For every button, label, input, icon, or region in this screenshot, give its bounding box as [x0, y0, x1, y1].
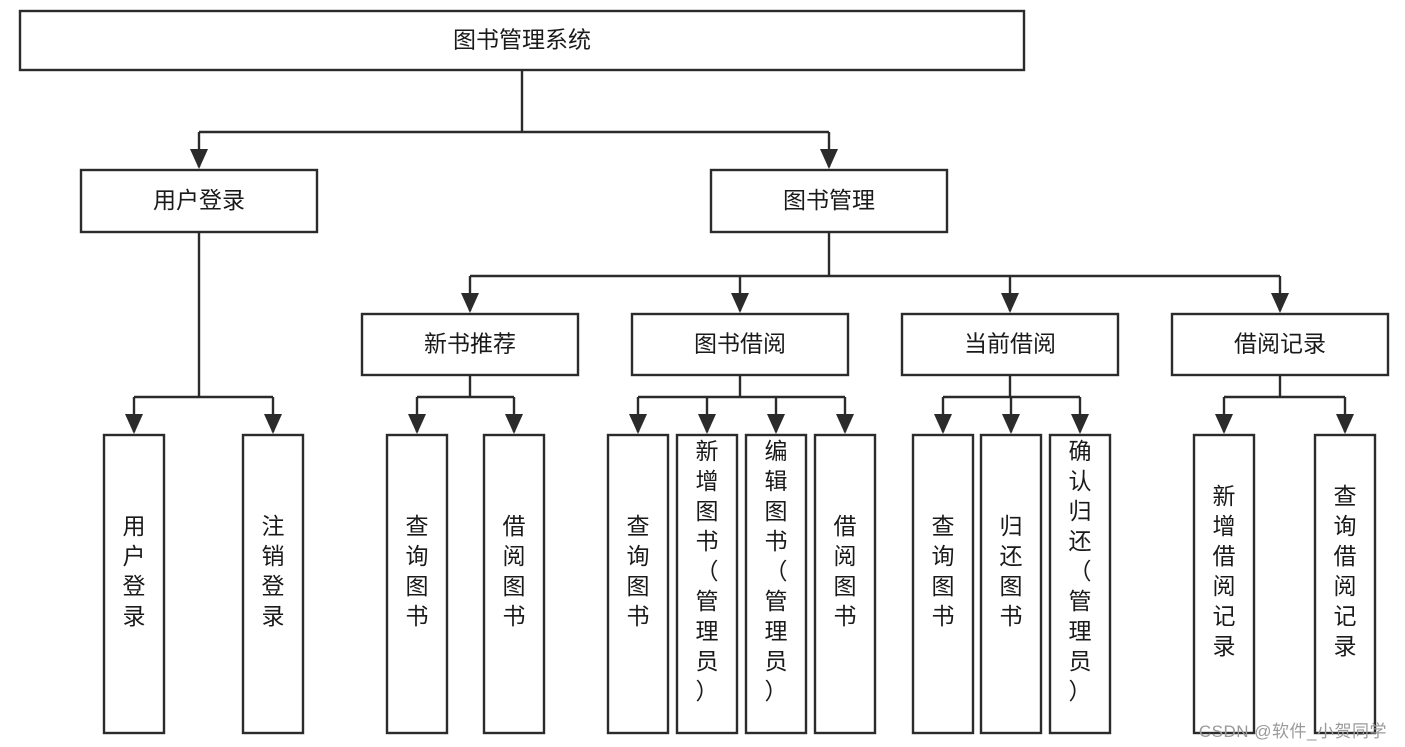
arrow-head-icon	[190, 149, 208, 169]
connector-group-book-borrow	[629, 375, 854, 434]
node-box-leaf-confirm-return-admin	[1048, 433, 1112, 735]
node-box-leaf-edit-book-admin	[744, 433, 808, 735]
node-box-leaf-borrow-book	[813, 433, 877, 735]
node-label-leaf-add-book-admin: 新增图书（管理员）	[696, 438, 719, 704]
node-box-leaf-query-book-current	[911, 433, 975, 735]
node-leaf-return-book[interactable]: 归还图书	[979, 433, 1043, 735]
connector-group-user-login	[125, 232, 282, 434]
node-label-current-borrow: 当前借阅	[964, 331, 1056, 357]
node-leaf-logout-login[interactable]: 注销登录	[241, 433, 305, 735]
node-current-borrow[interactable]: 当前借阅	[900, 312, 1120, 377]
node-leaf-query-book-recommend[interactable]: 查询图书	[385, 433, 449, 735]
nodes-layer: 图书管理系统用户登录图书管理新书推荐图书借阅当前借阅借阅记录用户登录注销登录查询…	[18, 9, 1390, 735]
node-label-leaf-query-book-recommend: 查询图书	[406, 513, 429, 629]
connectors-layer	[125, 70, 1354, 434]
node-leaf-user-login[interactable]: 用户登录	[102, 433, 166, 735]
node-box-user-login	[79, 168, 319, 234]
connector-group-current-borrow	[934, 375, 1089, 434]
node-label-new-book-recommend: 新书推荐	[424, 331, 516, 357]
arrow-head-icon	[1071, 414, 1089, 434]
arrow-head-icon	[698, 414, 716, 434]
node-label-leaf-confirm-return-admin: 确认归还（管理员）	[1069, 438, 1092, 704]
arrow-head-icon	[505, 414, 523, 434]
node-root[interactable]: 图书管理系统	[18, 9, 1026, 72]
node-label-leaf-query-book-current: 查询图书	[932, 513, 955, 629]
arrow-head-icon	[1001, 293, 1019, 313]
arrow-head-icon	[836, 414, 854, 434]
node-box-leaf-query-borrow-record	[1313, 433, 1377, 735]
node-label-leaf-add-borrow-record: 新增借阅记录	[1213, 483, 1236, 659]
node-label-book-borrow: 图书借阅	[694, 331, 786, 357]
node-box-borrow-record	[1170, 312, 1390, 377]
node-leaf-edit-book-admin[interactable]: 编辑图书（管理员）	[744, 433, 808, 735]
node-borrow-record[interactable]: 借阅记录	[1170, 312, 1390, 377]
node-leaf-query-borrow-record[interactable]: 查询借阅记录	[1313, 433, 1377, 735]
arrow-head-icon	[1271, 293, 1289, 313]
node-leaf-query-book-current[interactable]: 查询图书	[911, 433, 975, 735]
node-book-borrow[interactable]: 图书借阅	[630, 312, 850, 377]
arrow-head-icon	[461, 293, 479, 313]
node-user-login[interactable]: 用户登录	[79, 168, 319, 234]
arrow-head-icon	[820, 149, 838, 169]
node-box-leaf-borrow-book-recommend	[482, 433, 546, 735]
node-label-borrow-record: 借阅记录	[1234, 331, 1326, 357]
node-leaf-query-book-borrow[interactable]: 查询图书	[606, 433, 670, 735]
arrow-head-icon	[629, 414, 647, 434]
arrow-head-icon	[731, 293, 749, 313]
node-label-root: 图书管理系统	[453, 27, 591, 53]
arrow-head-icon	[1336, 414, 1354, 434]
connector-group-new-book-recommend	[408, 375, 523, 434]
node-box-book-management	[709, 168, 949, 234]
node-box-leaf-add-borrow-record	[1192, 433, 1256, 735]
node-leaf-confirm-return-admin[interactable]: 确认归还（管理员）	[1048, 433, 1112, 735]
arrow-head-icon	[934, 414, 952, 434]
arrow-head-icon	[1215, 414, 1233, 434]
node-box-leaf-user-login	[102, 433, 166, 735]
node-label-leaf-borrow-book-recommend: 借阅图书	[503, 513, 526, 629]
node-leaf-borrow-book[interactable]: 借阅图书	[813, 433, 877, 735]
arrow-head-icon	[767, 414, 785, 434]
node-box-leaf-return-book	[979, 433, 1043, 735]
node-box-book-borrow	[630, 312, 850, 377]
node-box-leaf-add-book-admin	[675, 433, 739, 735]
node-label-user-login: 用户登录	[153, 187, 245, 213]
node-leaf-add-borrow-record[interactable]: 新增借阅记录	[1192, 433, 1256, 735]
node-new-book-recommend[interactable]: 新书推荐	[360, 312, 580, 377]
node-label-leaf-edit-book-admin: 编辑图书（管理员）	[765, 438, 788, 704]
connector-group-book-management	[461, 232, 1289, 313]
node-box-leaf-query-book-borrow	[606, 433, 670, 735]
node-box-current-borrow	[900, 312, 1120, 377]
node-box-leaf-query-book-recommend	[385, 433, 449, 735]
node-box-root	[18, 9, 1026, 72]
arrow-head-icon	[1002, 414, 1020, 434]
node-label-book-management: 图书管理	[783, 187, 875, 213]
arrow-head-icon	[408, 414, 426, 434]
node-label-leaf-user-login: 用户登录	[123, 513, 146, 629]
node-label-leaf-borrow-book: 借阅图书	[834, 513, 857, 629]
node-label-leaf-query-book-borrow: 查询图书	[627, 513, 650, 629]
node-box-leaf-logout-login	[241, 433, 305, 735]
node-leaf-add-book-admin[interactable]: 新增图书（管理员）	[675, 433, 739, 735]
arrow-head-icon	[125, 414, 143, 434]
node-label-leaf-return-book: 归还图书	[1000, 513, 1023, 629]
connector-group-root	[190, 70, 838, 169]
node-box-new-book-recommend	[360, 312, 580, 377]
node-label-leaf-query-borrow-record: 查询借阅记录	[1334, 483, 1357, 659]
connector-group-borrow-record	[1215, 375, 1354, 434]
arrow-head-icon	[264, 414, 282, 434]
node-book-management[interactable]: 图书管理	[709, 168, 949, 234]
node-label-leaf-logout-login: 注销登录	[262, 513, 285, 629]
node-leaf-borrow-book-recommend[interactable]: 借阅图书	[482, 433, 546, 735]
